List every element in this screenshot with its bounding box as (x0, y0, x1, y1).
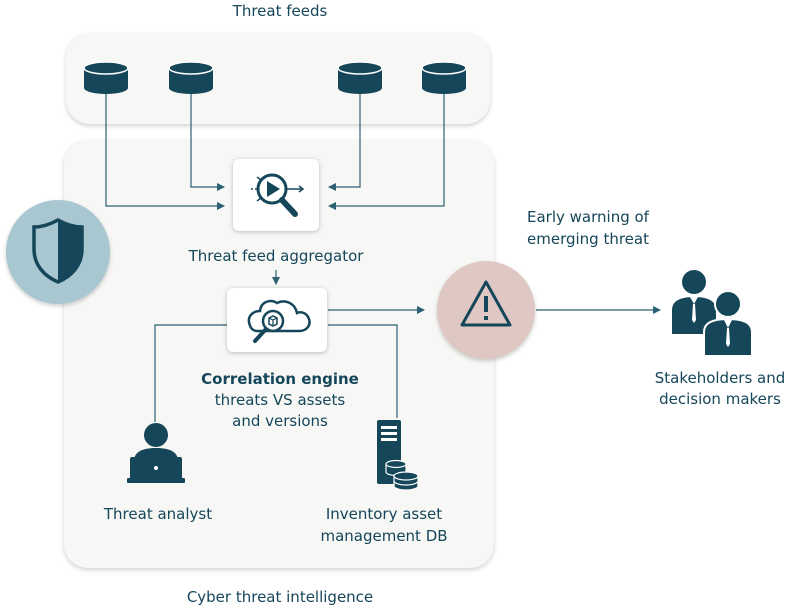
inventory-line2: management DB (320, 527, 448, 545)
correlation-engine-line2: and versions (232, 412, 328, 430)
database-icon (421, 61, 467, 94)
feed-1-connector (105, 94, 225, 210)
analyst-connector (154, 324, 227, 422)
early-warning-badge (437, 261, 535, 359)
server-database-icon (377, 420, 419, 491)
aggregator-label: Threat feed aggregator (188, 247, 364, 265)
early-warning-line2: emerging threat (527, 230, 649, 248)
warning-triangle-icon (460, 280, 512, 327)
inventory-connector (328, 324, 398, 418)
analyst-laptop-icon (127, 423, 185, 483)
feed-3-connector (328, 94, 361, 191)
early-warning-line1: Early warning of (527, 208, 649, 226)
cyber-threat-intelligence-label: Cyber threat intelligence (186, 588, 374, 606)
cloud-search-icon (247, 299, 311, 343)
threat-feeds-title: Threat feeds (232, 2, 328, 20)
stakeholders-line1: Stakeholders and (654, 369, 786, 387)
correlation-engine-title: Correlation engine (201, 370, 359, 388)
shield-icon (32, 217, 84, 284)
aggregator-card (233, 159, 319, 231)
correlation-engine-line1: threats VS assets (214, 391, 346, 409)
database-icon (337, 61, 383, 94)
feed-2-connector (190, 94, 225, 191)
stakeholders-icon (672, 270, 753, 357)
inventory-line1: Inventory asset (325, 505, 443, 523)
database-icon (83, 61, 129, 94)
correlation-engine-card (227, 288, 327, 352)
database-icon (168, 61, 214, 94)
threat-feeds-panel (66, 33, 490, 124)
magnifier-icon (251, 173, 305, 217)
threat-analyst-label: Threat analyst (103, 505, 213, 523)
cti-shield-badge (6, 200, 110, 304)
stakeholders-line2: decision makers (659, 390, 781, 408)
feed-4-connector (328, 94, 445, 210)
